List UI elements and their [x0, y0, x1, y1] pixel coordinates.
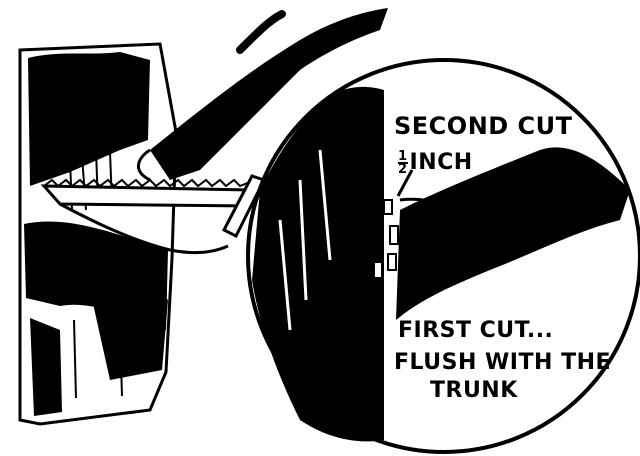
label-first-cut: FIRST CUT... — [398, 318, 554, 343]
saw — [40, 174, 267, 255]
label-half-inch: 1 2 INCH — [398, 149, 473, 177]
magnified-inset — [246, 58, 640, 454]
fraction-denominator: 2 — [398, 162, 408, 177]
tree-trunk — [18, 42, 178, 426]
fraction-one-half: 1 2 — [398, 149, 408, 177]
label-flush-with-the: FLUSH WITH THE — [394, 350, 612, 375]
label-inch: INCH — [409, 150, 473, 175]
branch — [137, 8, 388, 182]
label-trunk: TRUNK — [430, 378, 518, 403]
fraction-numerator: 1 — [398, 149, 408, 164]
label-second-cut: SECOND CUT — [394, 112, 573, 140]
